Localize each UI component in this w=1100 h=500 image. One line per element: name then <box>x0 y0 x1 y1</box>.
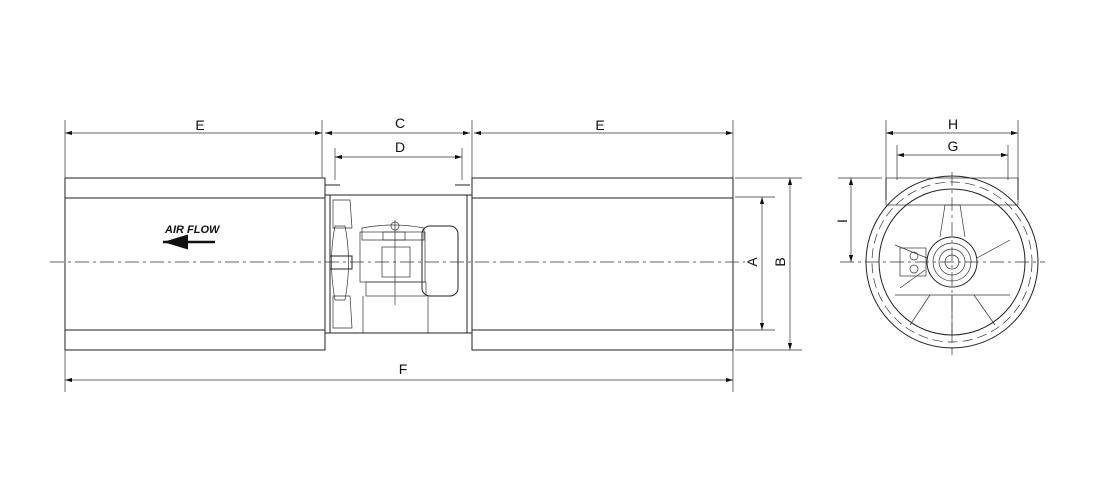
dim-label-a: A <box>744 257 760 267</box>
dim-label-f: F <box>399 361 408 377</box>
left-silencer <box>64 177 326 351</box>
airflow-indicator: AIR FLOW <box>163 224 221 250</box>
dim-label-d: D <box>395 139 405 155</box>
dim-label-i: I <box>834 219 850 223</box>
fan-section <box>324 184 473 334</box>
dimension-lines <box>64 120 802 392</box>
right-silencer <box>471 177 734 351</box>
dim-label-h: H <box>948 116 958 132</box>
airflow-label: AIR FLOW <box>164 224 221 236</box>
dim-label-c: C <box>395 115 405 131</box>
dim-label-e-left: E <box>195 117 204 133</box>
side-view: AIR FLOW E C D E F <box>50 115 802 392</box>
dim-label-b: B <box>772 257 788 266</box>
dim-label-e-right: E <box>595 117 604 133</box>
dim-label-g: G <box>948 138 959 154</box>
front-view: H G I <box>834 116 1045 355</box>
